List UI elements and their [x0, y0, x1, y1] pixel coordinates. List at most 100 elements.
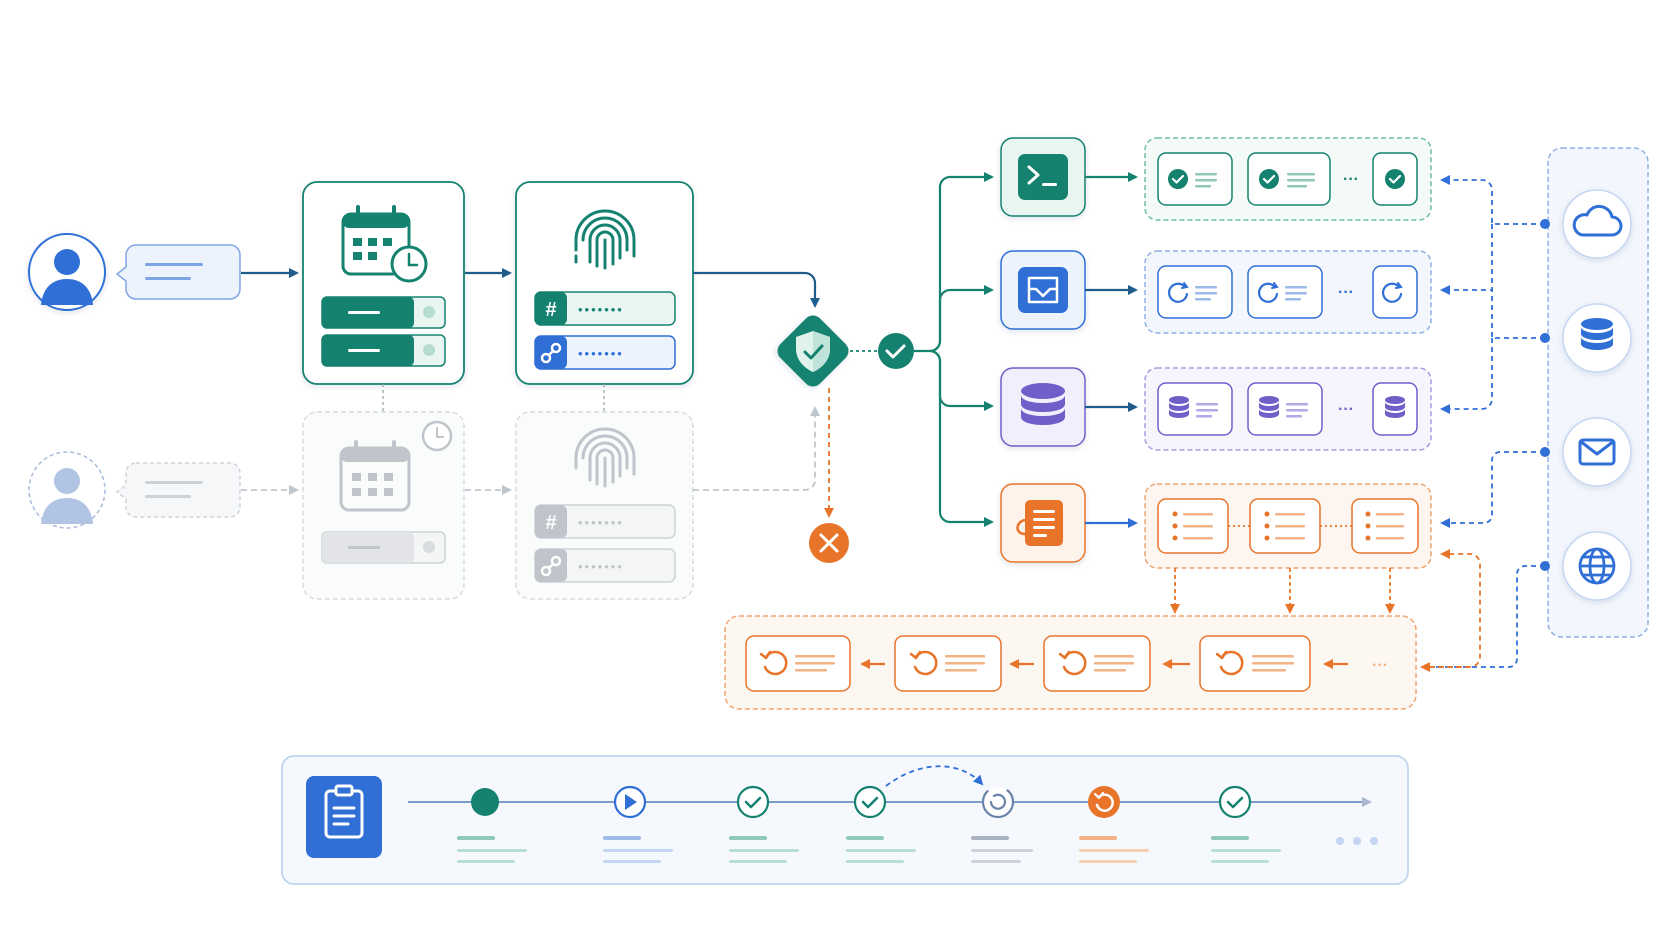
undo-icon [759, 650, 788, 676]
timeline-step-check [846, 785, 916, 863]
document-icon [1016, 500, 1063, 546]
service-document [1000, 483, 1086, 563]
fan-out-branches [914, 172, 994, 527]
retry-item [1043, 635, 1151, 692]
service-connector-dots [1540, 219, 1550, 571]
auth-card-active: # ••••••• ••••••• [515, 181, 694, 385]
globe-icon [1578, 547, 1616, 585]
check-icon [1226, 796, 1244, 809]
timeline-skip-arc [885, 765, 984, 787]
timeline-step-check [1211, 785, 1281, 863]
undo-icon [909, 650, 938, 676]
timeline-step-done [457, 788, 527, 863]
calendar-icon [339, 440, 411, 512]
external-cloud [1562, 189, 1632, 259]
database-icon [1385, 396, 1405, 418]
play-icon [625, 794, 637, 810]
queue-ellipsis: ··· [1338, 401, 1354, 418]
clock-icon [421, 420, 453, 452]
clipboard-icon [324, 784, 364, 839]
database-icon [1021, 383, 1065, 425]
auth-card-inactive: # ••••••• ••••••• [515, 411, 694, 600]
key-field-dots: ••••••• [578, 346, 624, 361]
retry-feedback-connector [1430, 549, 1481, 668]
link-icon [540, 555, 562, 577]
service-connectors [1430, 175, 1545, 668]
ghost-key-dots: ••••••• [578, 559, 624, 574]
retry-ellipsis: ··· [1372, 657, 1388, 674]
queue-processing: ··· [1144, 250, 1432, 334]
database-icon [1581, 318, 1613, 350]
fingerprint-icon [574, 427, 636, 488]
cloud-icon [1572, 204, 1623, 237]
queue-item [1157, 152, 1233, 206]
schedule-card-active [302, 181, 465, 385]
queue-documents [1144, 483, 1432, 569]
database-icon [1259, 396, 1279, 418]
queue-item [1372, 152, 1418, 206]
schedule-card-inactive [302, 411, 465, 600]
security-gate [777, 315, 849, 387]
external-database [1562, 303, 1632, 373]
schedule-entry-2 [321, 334, 446, 367]
ghost-hash-field: # ••••••• [534, 504, 676, 539]
undo-icon [1093, 791, 1114, 812]
user-icon [41, 249, 93, 305]
service-database [1000, 367, 1086, 447]
link-icon [540, 342, 562, 364]
service-terminal [1000, 137, 1086, 217]
inbox-icon [1018, 267, 1068, 313]
user-avatar-active [28, 233, 106, 311]
terminal-icon [1018, 154, 1068, 200]
queue-item [1157, 498, 1229, 554]
clipboard-tile [306, 776, 382, 858]
timeline-panel [281, 755, 1409, 885]
ghost-hash-dots: ••••••• [578, 515, 624, 530]
check-icon [744, 796, 762, 809]
schedule-entry-1 [321, 296, 446, 329]
hash-field-dots: ••••••• [578, 302, 624, 317]
queue-item [1247, 265, 1323, 319]
external-mail [1562, 417, 1632, 487]
hash-icon: # [545, 512, 556, 534]
user-icon [41, 468, 93, 524]
approved-check-badge [878, 333, 914, 369]
queue-item [1157, 382, 1233, 436]
ghost-schedule-entry [321, 531, 446, 564]
timeline-step-play [603, 785, 673, 863]
refresh-icon [989, 793, 1007, 810]
external-globe [1562, 531, 1632, 601]
queue-item [1247, 382, 1323, 436]
queue-completed: ··· [1144, 137, 1432, 221]
queue-database: ··· [1144, 367, 1432, 451]
queue-item [1157, 265, 1233, 319]
queue-ellipsis: ··· [1343, 171, 1359, 188]
retry-lane: ··· [724, 615, 1417, 710]
rejected-x-badge [809, 523, 849, 563]
service-inbox [1000, 250, 1086, 330]
user-avatar-inactive [28, 451, 106, 529]
undo-icon [1058, 650, 1087, 676]
retry-item [745, 635, 851, 692]
arrow-ghost-auth-to-shield [693, 406, 820, 491]
retry-item [894, 635, 1002, 692]
database-icon [1169, 396, 1189, 418]
fingerprint-icon [574, 209, 636, 270]
calendar-clock-icon [341, 205, 428, 283]
undo-icon [1215, 650, 1244, 676]
external-services-panel [1547, 147, 1649, 638]
shield-check-icon [796, 331, 830, 372]
mail-icon [1578, 438, 1616, 466]
request-message-bubble [115, 244, 241, 300]
arrow-auth-to-shield [693, 271, 820, 308]
timeline-step-check [729, 785, 799, 863]
queue-item [1372, 265, 1418, 319]
hash-field: # ••••••• [534, 291, 676, 326]
check-icon [861, 796, 879, 809]
ghost-row: # ••••••• ••••••• [28, 384, 820, 600]
timeline-step-pending [971, 785, 1033, 863]
retry-drops [1170, 568, 1395, 614]
queue-item [1247, 152, 1331, 206]
